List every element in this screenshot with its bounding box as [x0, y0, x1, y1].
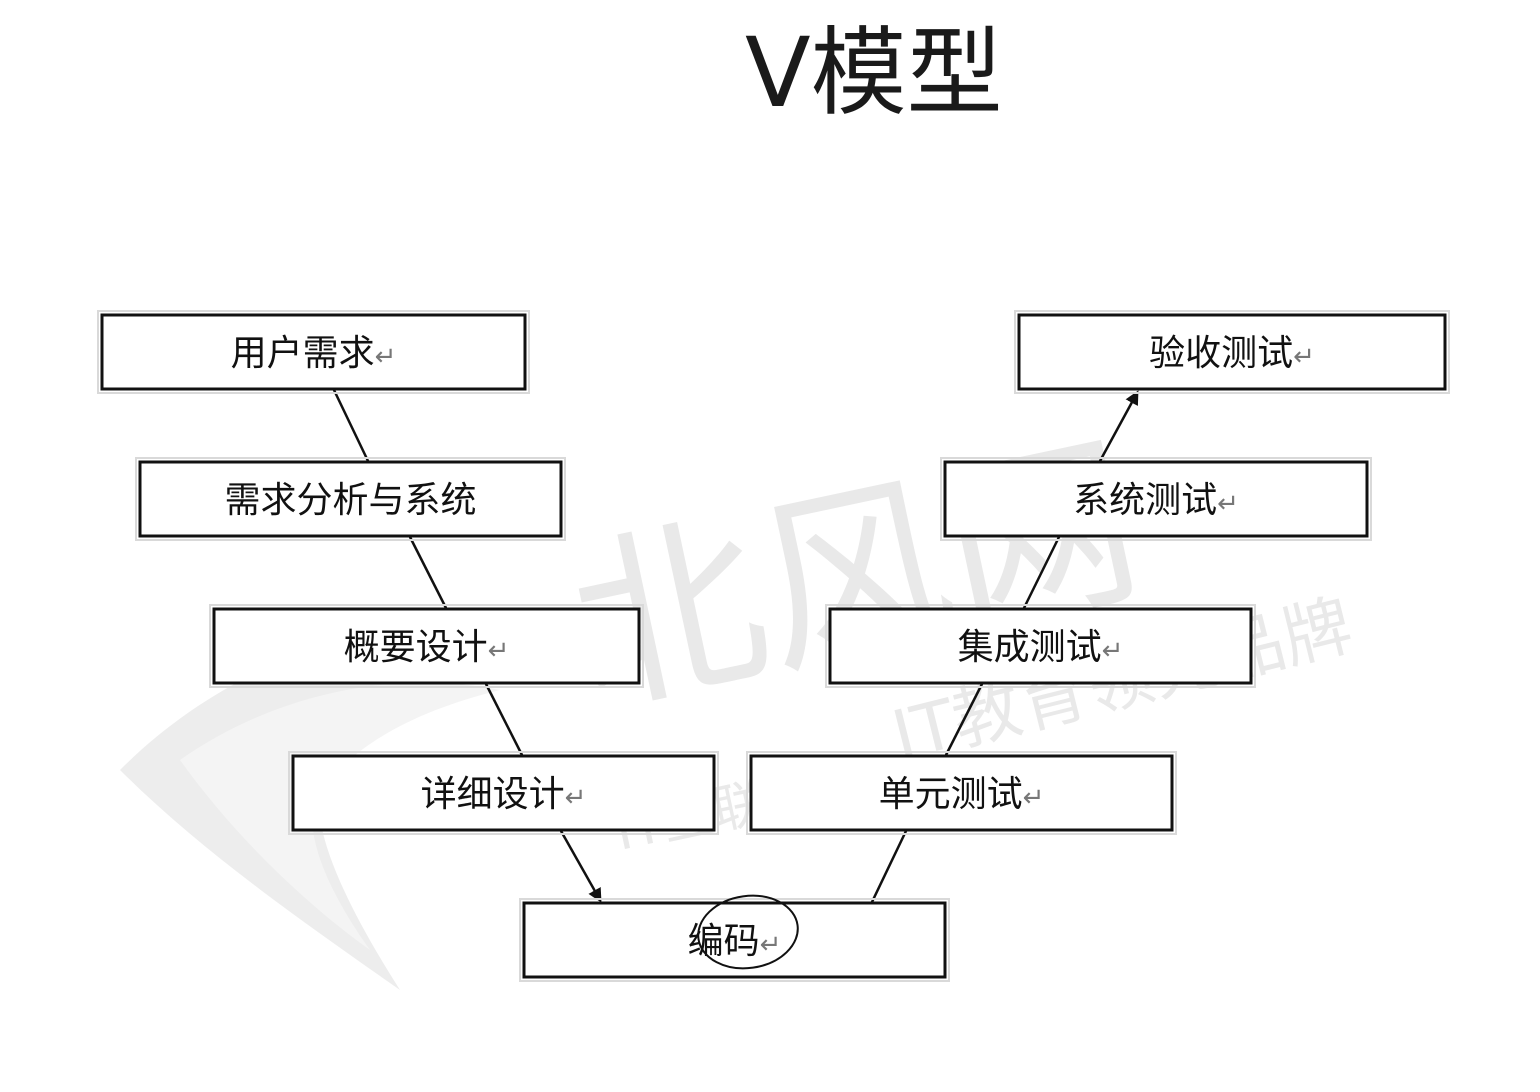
box-halo — [288, 751, 719, 835]
box-integration-testing: 集成测试↵ — [825, 604, 1256, 688]
connector-coding-to-unit-testing — [870, 830, 908, 903]
box-label: 系统测试↵ — [1073, 480, 1239, 521]
box-label: 需求分析与系统 — [224, 480, 476, 521]
return-mark-icon: ↵ — [1102, 636, 1124, 666]
watermark-swoosh-inner-icon — [180, 682, 500, 950]
return-mark-icon: ↵ — [375, 342, 397, 372]
box-user-requirements: 用户需求↵ — [97, 310, 530, 394]
box-halo — [825, 604, 1256, 688]
box-label: 验收测试↵ — [1149, 333, 1315, 374]
box-label-text: 系统测试 — [1073, 480, 1217, 521]
box-label-text: 概要设计 — [344, 627, 488, 668]
connectors — [332, 389, 1139, 903]
box-outline — [212, 607, 641, 685]
return-mark-icon: ↵ — [760, 930, 782, 960]
box-requirements-analysis: 需求分析与系统 — [135, 457, 566, 541]
box-label: 集成测试↵ — [958, 627, 1124, 668]
diagram-title: V模型 — [745, 17, 1003, 129]
box-outline — [100, 313, 527, 391]
connector-user-requirements-to-requirements-analysis — [332, 389, 370, 462]
connector-system-testing-to-acceptance-testing — [1098, 390, 1139, 462]
connector-integration-testing-to-system-testing — [1022, 536, 1061, 609]
box-halo — [1014, 310, 1450, 394]
box-label-text: 详细设计 — [421, 774, 565, 815]
box-label-text: 需求分析与系统 — [224, 480, 476, 521]
box-outline — [1017, 313, 1447, 391]
box-label: 用户需求↵ — [231, 333, 397, 374]
box-label-text: 验收测试 — [1149, 333, 1293, 374]
box-label-text: 单元测试 — [879, 774, 1023, 815]
box-halo — [135, 457, 566, 541]
box-system-testing: 系统测试↵ — [940, 457, 1372, 541]
box-unit-testing: 单元测试↵ — [746, 751, 1177, 835]
box-outline — [828, 607, 1253, 685]
watermark-swoosh-icon — [120, 625, 560, 990]
box-label: 详细设计↵ — [421, 774, 587, 815]
connector-detailed-design-to-coding — [559, 830, 602, 903]
box-outline — [943, 460, 1369, 538]
boxes: 用户需求↵需求分析与系统概要设计↵详细设计↵编码↵单元测试↵集成测试↵系统测试↵… — [97, 310, 1450, 982]
return-mark-icon: ↵ — [565, 783, 587, 813]
box-high-level-design: 概要设计↵ — [209, 604, 644, 688]
connector-requirements-analysis-to-high-level-design — [408, 536, 448, 609]
box-label-text: 用户需求 — [231, 333, 375, 374]
box-halo — [746, 751, 1177, 835]
box-outline — [749, 754, 1174, 832]
box-outline — [291, 754, 716, 832]
box-label: 概要设计↵ — [344, 627, 510, 668]
box-halo — [209, 604, 644, 688]
box-detailed-design: 详细设计↵ — [288, 751, 719, 835]
box-acceptance-testing: 验收测试↵ — [1014, 310, 1450, 394]
return-mark-icon: ↵ — [1293, 342, 1315, 372]
connector-high-level-design-to-detailed-design — [484, 683, 524, 756]
box-halo — [940, 457, 1372, 541]
box-outline — [522, 901, 947, 979]
return-mark-icon: ↵ — [488, 636, 510, 666]
box-label-text: 集成测试 — [958, 627, 1102, 668]
box-outline — [138, 460, 563, 538]
return-mark-icon: ↵ — [1217, 489, 1239, 519]
box-label: 单元测试↵ — [879, 774, 1045, 815]
hand-drawn-circle-icon — [697, 894, 799, 970]
box-halo — [97, 310, 530, 394]
return-mark-icon: ↵ — [1023, 783, 1045, 813]
box-coding: 编码↵ — [519, 898, 950, 982]
connector-unit-testing-to-integration-testing — [944, 683, 984, 756]
